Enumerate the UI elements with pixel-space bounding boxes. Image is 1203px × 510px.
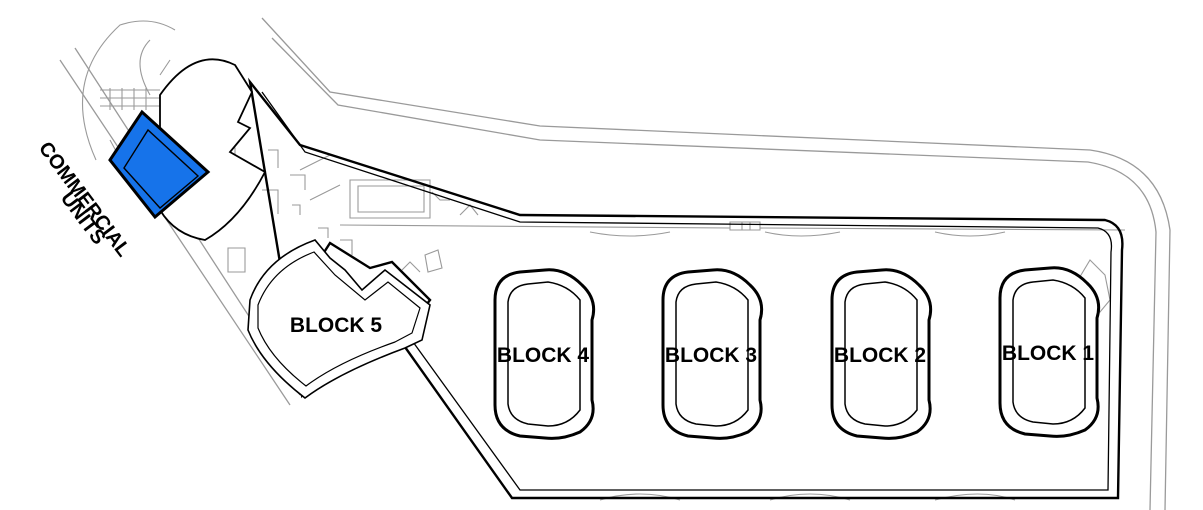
block-1-building xyxy=(998,266,1101,438)
block-4-label: BLOCK 4 xyxy=(497,344,589,367)
block-5-label: BLOCK 5 xyxy=(290,314,382,337)
commercial-units-highlight-inner xyxy=(123,128,200,209)
block-5-building xyxy=(247,239,431,400)
site-outline xyxy=(248,77,1124,500)
block-2-label: BLOCK 2 xyxy=(834,344,926,367)
block-2-building xyxy=(830,268,933,440)
site-outline-inner xyxy=(261,91,1113,491)
block-1-label: BLOCK 1 xyxy=(1002,342,1094,365)
commercial-units-highlight xyxy=(108,109,211,220)
block-3-building xyxy=(661,268,764,440)
block-3-label: BLOCK 3 xyxy=(665,344,757,367)
block-4-building xyxy=(493,268,596,440)
block-5-building-inner xyxy=(257,251,421,387)
commercial-building xyxy=(158,58,267,241)
